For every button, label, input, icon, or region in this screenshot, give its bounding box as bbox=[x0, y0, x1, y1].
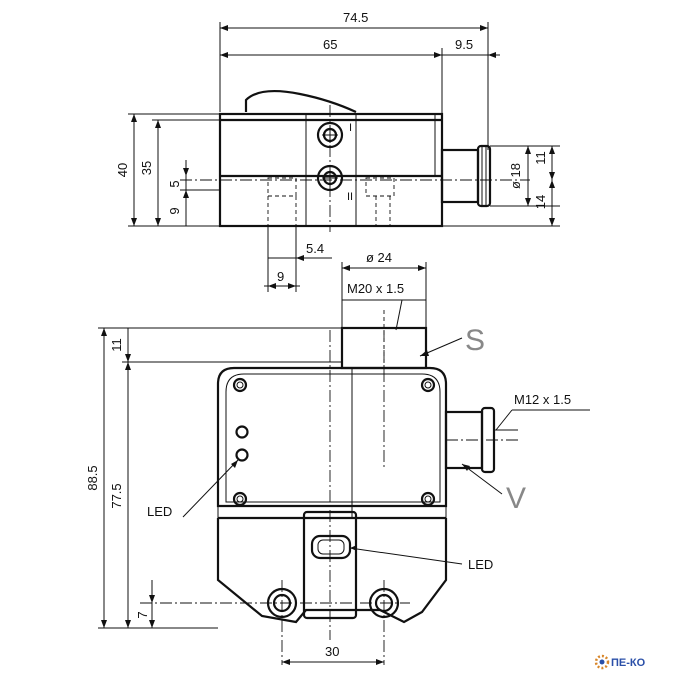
label-led-right: LED bbox=[468, 557, 493, 572]
dim-right-11: 11 bbox=[533, 151, 548, 165]
led-window bbox=[310, 534, 352, 560]
dim-dia-18: ø 18 bbox=[508, 163, 523, 189]
corner-screws bbox=[232, 377, 436, 507]
dim-total-height: 40 bbox=[115, 163, 130, 177]
led-indicator-1 bbox=[235, 425, 249, 439]
dim-ledge-9: 9 bbox=[167, 207, 182, 214]
label-s: S bbox=[465, 324, 485, 357]
dim-total-width: 74.5 bbox=[343, 10, 368, 25]
dim-front-885: 88.5 bbox=[85, 465, 100, 490]
housing-lower bbox=[216, 518, 448, 624]
mark-i: I bbox=[349, 122, 352, 134]
top-view: 74.5 65 9.5 I II bbox=[115, 10, 560, 292]
dim-front-11: 11 bbox=[109, 338, 124, 352]
label-v: V bbox=[506, 482, 526, 515]
dim-front-30: 30 bbox=[325, 644, 339, 659]
dim-right-14: 14 bbox=[533, 195, 548, 209]
dim-slot-54: 5.4 bbox=[306, 241, 324, 256]
dim-front-7: 7 bbox=[135, 611, 150, 618]
housing-upper bbox=[216, 366, 448, 508]
dim-dia-24: ø 24 bbox=[366, 250, 392, 265]
dim-front-775: 77.5 bbox=[109, 483, 124, 508]
logo-text: ПЕ-КО bbox=[611, 657, 646, 669]
dim-ledge-5: 5 bbox=[167, 180, 182, 187]
dim-body-width: 65 bbox=[323, 37, 337, 52]
thread-m20: M20 x 1.5 bbox=[347, 281, 404, 296]
dim-body-height: 35 bbox=[139, 161, 154, 175]
led-indicator-2 bbox=[235, 448, 249, 462]
center-latch bbox=[302, 510, 358, 620]
cable-loop bbox=[244, 89, 357, 113]
dim-slot-9: 9 bbox=[277, 269, 284, 284]
front-view: ø 24 M20 x 1.5 S LED bbox=[85, 250, 590, 665]
dim-connector-offset: 9.5 bbox=[455, 37, 473, 52]
top-body bbox=[218, 112, 444, 228]
label-led-left: LED bbox=[147, 504, 172, 519]
gear-icon bbox=[594, 654, 610, 670]
brand-logo: ПЕ-КО bbox=[594, 654, 646, 670]
mark-ii: II bbox=[347, 191, 353, 203]
thread-m12: M12 x 1.5 bbox=[514, 392, 571, 407]
side-connector-top bbox=[440, 148, 480, 204]
